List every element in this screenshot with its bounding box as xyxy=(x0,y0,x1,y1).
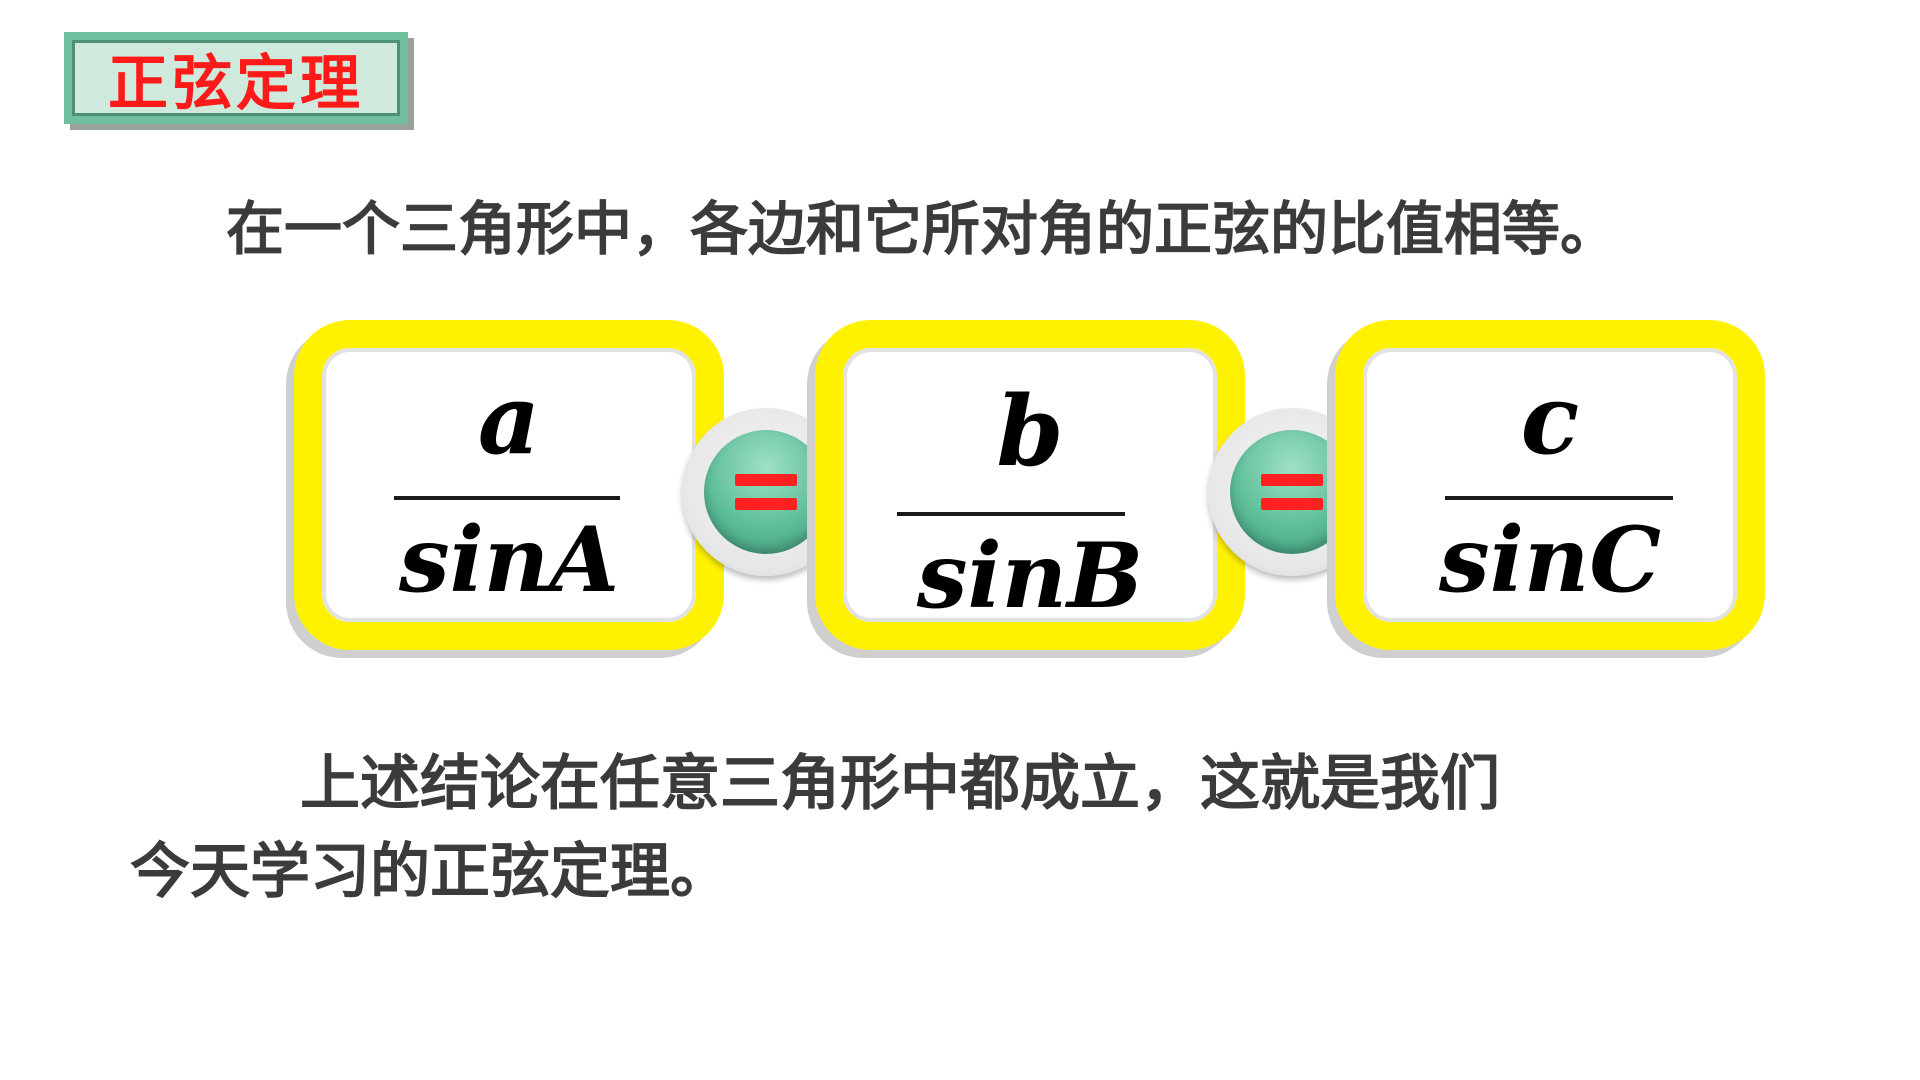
fraction-box-a: a sinA xyxy=(294,320,724,650)
equals-badge-inner xyxy=(1230,430,1354,554)
fraction-box-b: b sinB xyxy=(815,320,1245,650)
fraction-a: a sinA xyxy=(322,348,696,622)
numerator-c: c xyxy=(1520,363,1580,476)
conclusion-line-1: 上述结论在任意三角形中都成立，这就是我们 xyxy=(300,749,1500,819)
fraction-box-c: c sinC xyxy=(1335,320,1765,650)
equals-icon xyxy=(1261,474,1323,510)
fraction-c: c sinC xyxy=(1363,348,1737,622)
fraction-bar xyxy=(897,512,1125,516)
denominator-sinC: sinC xyxy=(1439,507,1661,613)
numerator-b: b xyxy=(996,375,1064,488)
numerator-a: a xyxy=(477,363,541,476)
fraction-bar xyxy=(1445,496,1673,500)
equals-badge-inner xyxy=(704,430,828,554)
denominator-sinB: sinB xyxy=(916,523,1144,629)
equals-icon xyxy=(735,474,797,510)
title-badge-inner: 正弦定理 xyxy=(72,40,400,119)
title-badge: 正弦定理 xyxy=(64,32,408,124)
fraction-bar xyxy=(394,496,620,500)
conclusion-paragraph: 上述结论在任意三角形中都成立，这就是我们 今天学习的正弦定理。 xyxy=(130,740,1770,916)
slide-title: 正弦定理 xyxy=(108,48,364,119)
denominator-sinA: sinA xyxy=(398,507,620,613)
conclusion-line-2: 今天学习的正弦定理。 xyxy=(130,837,730,907)
fraction-b: b sinB xyxy=(843,348,1217,626)
theorem-statement: 在一个三角形中，各边和它所对角的正弦的比值相等。 xyxy=(226,195,1619,263)
